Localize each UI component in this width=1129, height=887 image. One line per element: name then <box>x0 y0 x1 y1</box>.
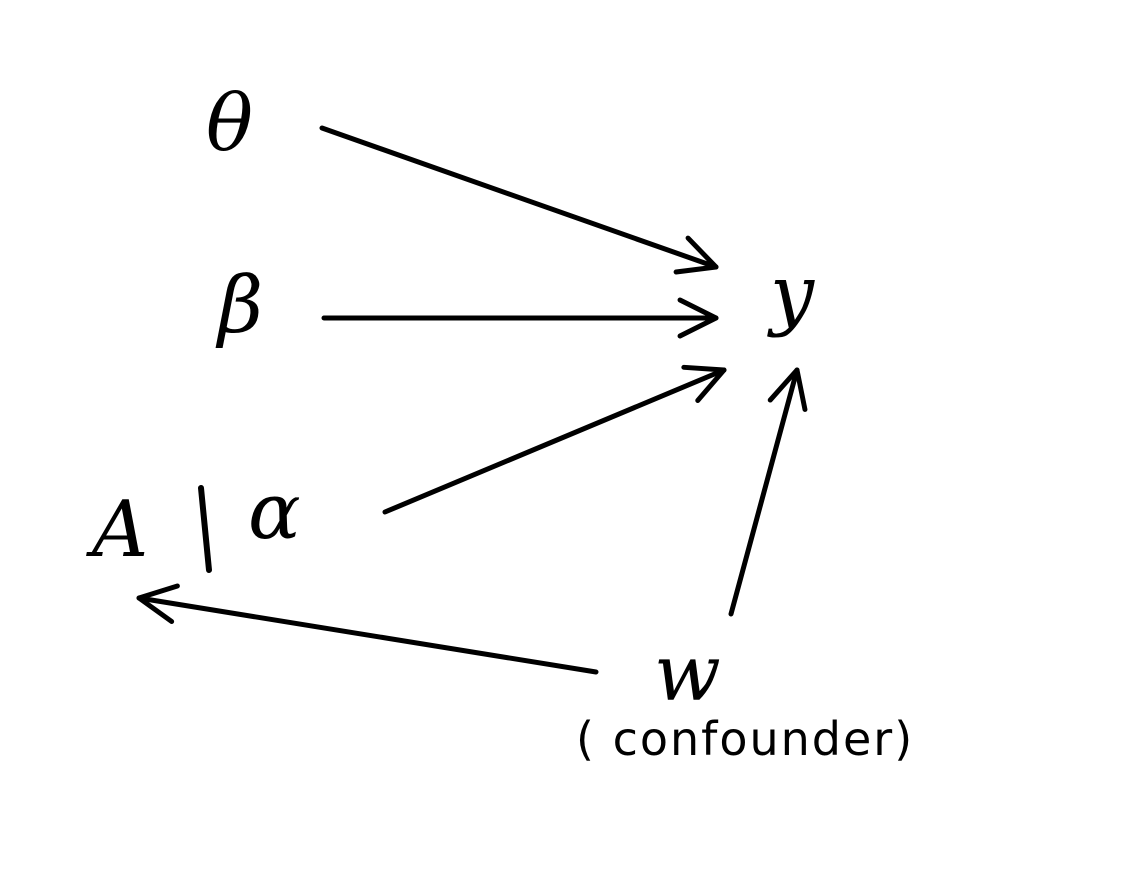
node-alpha: α <box>248 467 301 557</box>
edge-w-to-y <box>728 367 808 617</box>
node-theta: θ <box>206 79 253 169</box>
separator-line <box>198 485 212 573</box>
edge-theta-to-y <box>319 125 719 275</box>
node-y: y <box>767 249 815 339</box>
node-A: A <box>86 485 148 575</box>
node-beta: β <box>215 261 263 351</box>
node-w: w <box>654 629 721 719</box>
edge-w-to-A <box>136 583 599 675</box>
edge-alpha-to-y <box>382 364 727 515</box>
node-w-sublabel: ( confounder) <box>576 712 914 766</box>
